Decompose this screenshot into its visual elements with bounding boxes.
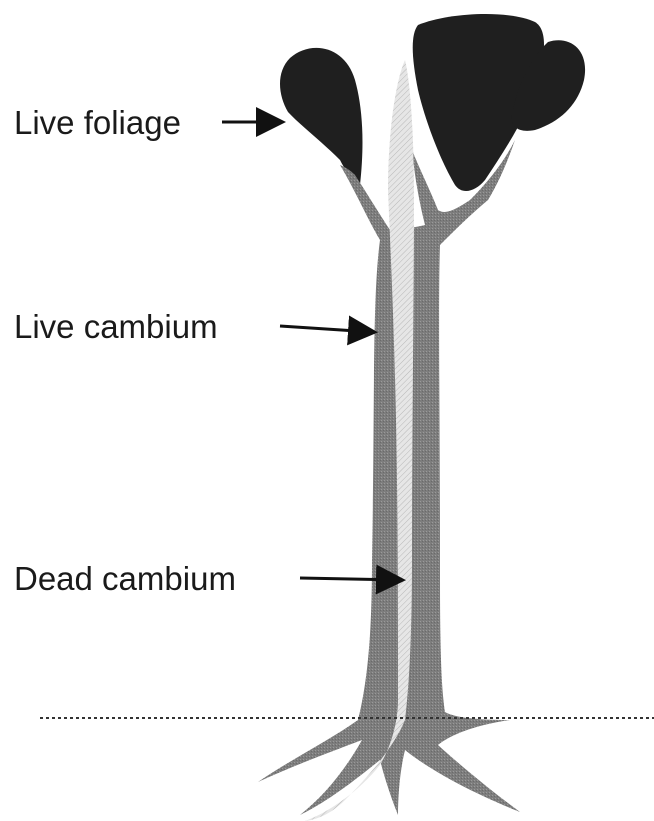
live-foliage-label: Live foliage	[14, 104, 181, 141]
label-live-foliage: Live foliage	[14, 104, 280, 141]
foliage-left	[280, 48, 362, 185]
label-dead-cambium: Dead cambium	[14, 560, 400, 597]
dead-cambium-label: Dead cambium	[14, 560, 236, 597]
foliage-group	[280, 14, 585, 191]
live-cambium-label: Live cambium	[14, 308, 218, 345]
live-cambium-trunk	[258, 140, 520, 815]
arrow-right-icon	[300, 578, 400, 580]
label-live-cambium: Live cambium	[14, 308, 372, 345]
arrow-right-icon	[280, 326, 372, 332]
